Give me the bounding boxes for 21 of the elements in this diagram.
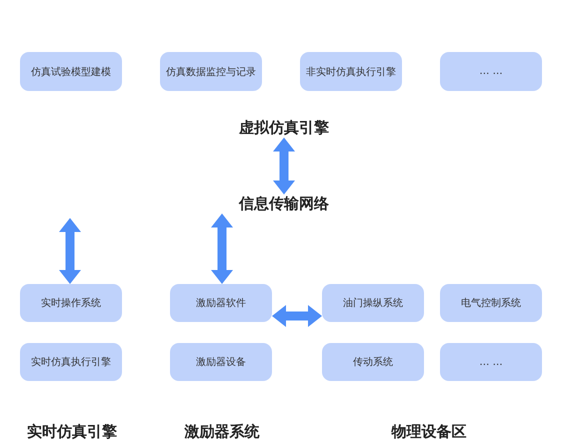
section-heading: 信息传输网络 — [239, 194, 329, 214]
section-heading: 实时仿真引擎 — [27, 422, 117, 442]
double-arrow — [272, 305, 322, 327]
module-box: 电气控制系统 — [440, 284, 542, 322]
double-arrow — [273, 138, 295, 194]
module-box: 实时仿真执行引擎 — [20, 343, 122, 381]
module-box: 激励器软件 — [170, 284, 272, 322]
module-box: … … — [440, 52, 542, 91]
module-box: 仿真试验模型建模 — [20, 52, 122, 91]
module-box: 非实时仿真执行引擎 — [300, 52, 402, 91]
module-box: 实时操作系统 — [20, 284, 122, 322]
section-heading: 激励器系统 — [184, 422, 260, 442]
module-box: … … — [440, 343, 542, 381]
section-heading: 物理设备区 — [392, 422, 466, 442]
module-box: 激励器设备 — [170, 343, 272, 381]
module-box: 油门操纵系统 — [322, 284, 424, 322]
section-heading: 虚拟仿真引擎 — [239, 118, 329, 138]
double-arrow — [211, 214, 233, 284]
module-box: 仿真数据监控与记录 — [160, 52, 262, 91]
double-arrow — [59, 218, 81, 284]
module-box: 传动系统 — [322, 343, 424, 381]
